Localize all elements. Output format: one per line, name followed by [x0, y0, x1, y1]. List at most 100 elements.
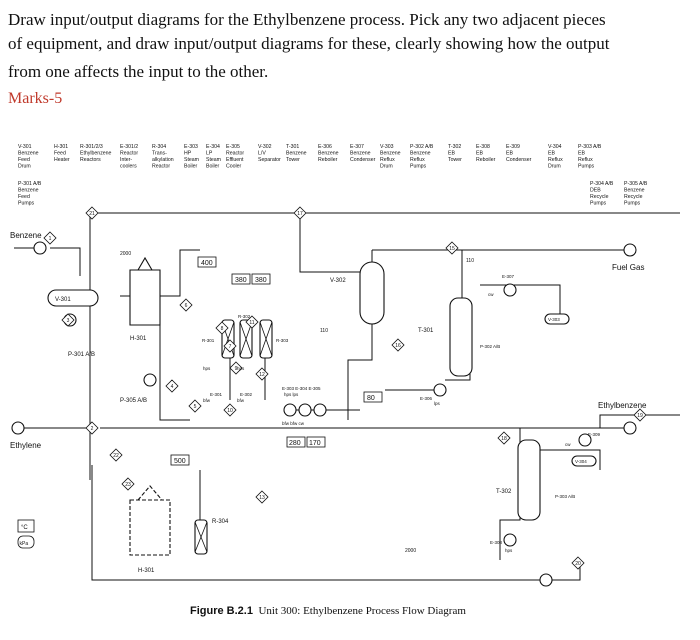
temp-280: 280: [289, 440, 301, 447]
util-lps: lps: [434, 401, 441, 406]
condenser-e309: [578, 433, 592, 447]
temp-2000-top: 2000: [120, 251, 131, 257]
svg-text:3: 3: [67, 318, 70, 324]
label-p301: P-301 A/B: [68, 352, 95, 358]
header-col-13-line-2: Reflux: [410, 157, 425, 163]
label-e301: E-301: [210, 392, 223, 397]
separator-v302: [359, 261, 385, 325]
svg-text:5: 5: [194, 404, 197, 410]
header-col-17-line-0: V-304: [548, 144, 562, 150]
header-col-17-line-1: EB: [548, 151, 555, 157]
header-col-7-line-1: Reactor: [226, 151, 244, 157]
header-col-16-line-2: Condenser: [506, 157, 532, 163]
condenser-e307: [503, 283, 517, 297]
header-col-7-line-3: Cooler: [226, 164, 242, 170]
stream-number-7: 7: [223, 339, 237, 353]
svg-text:8: 8: [221, 326, 224, 332]
pump-p305: [143, 373, 157, 387]
equipment-header: V-301BenzeneFeedDrumH-301FeedHeaterR-301…: [18, 144, 648, 207]
svg-text:10: 10: [227, 408, 233, 414]
stream-number-4: 4: [165, 379, 179, 393]
header-col-7-line-2: Effluent: [226, 157, 244, 163]
question-line-3: from one affects the input to the other.: [8, 62, 269, 81]
stream-number-10: 10: [223, 403, 237, 417]
header-col-7-line-0: E-305: [226, 144, 240, 150]
header-col-16-line-0: E-309: [506, 144, 520, 150]
header-col-13-line-3: Pumps: [410, 164, 427, 170]
label-t301: T-301: [418, 328, 434, 334]
stream-number-11: 11: [245, 315, 259, 329]
stream-number-18: 18: [497, 431, 511, 445]
header-col-8-line-0: V-302: [258, 144, 272, 150]
header-col-6-line-0: E-304: [206, 144, 220, 150]
exchanger-e303: [283, 403, 297, 417]
header-row2-col-1-line-2: Recycle: [590, 194, 609, 200]
svg-text:20: 20: [575, 561, 581, 567]
stream-number-22: 22: [109, 448, 123, 462]
header-col-6-line-2: Steam: [206, 157, 221, 163]
stream-number-9: 9: [229, 361, 243, 375]
header-col-12-line-0: V-303: [380, 144, 394, 150]
stream-number-23: 23: [121, 477, 135, 491]
legend: [17, 519, 35, 549]
util-bfw-bfw-cw: bfw bfw cw: [282, 421, 305, 426]
header-col-5-line-3: Boiler: [184, 164, 198, 170]
label-e308: E-308: [490, 540, 503, 545]
legend-temp: °C: [21, 525, 28, 531]
svg-text:17: 17: [297, 211, 303, 217]
stream-number-5: 5: [188, 399, 202, 413]
header-col-11-line-1: Benzene: [350, 151, 371, 157]
header-row2-col-1-line-3: Pumps: [590, 201, 607, 207]
util-hps-lps: hps lps: [284, 392, 299, 397]
reboiler-e308: [503, 533, 517, 547]
marks-label: Marks-5: [8, 90, 63, 107]
legend-press: kPa: [20, 541, 29, 547]
reflux-drum-v303: [544, 313, 570, 325]
header-col-17-line-3: Drum: [548, 164, 561, 170]
header-col-18-line-0: P-303 A/B: [578, 144, 602, 150]
label-v304: V-304: [575, 459, 587, 464]
header-row2-col-2-line-1: Benzene: [624, 188, 645, 194]
question-line-2: of equipment, and draw input/output diag…: [8, 34, 610, 53]
header-col-11-line-0: E-307: [350, 144, 364, 150]
reboiler-e306: [433, 383, 447, 397]
svg-text:2: 2: [91, 426, 94, 432]
label-v301: V-301: [55, 297, 71, 303]
ethylene-terminal: [11, 421, 25, 435]
press-110-b: 110: [466, 258, 474, 264]
header-col-6-line-3: Boiler: [206, 164, 220, 170]
svg-text:23: 23: [125, 482, 131, 488]
feed-heater-h301: [129, 256, 161, 326]
ethylbenzene-label: Ethylbenzene: [598, 401, 647, 410]
header-col-13-line-1: Benzene: [410, 151, 431, 157]
svg-text:9: 9: [235, 366, 238, 372]
header-col-4-line-2: alkylation: [152, 157, 174, 163]
header-col-18-line-2: Reflux: [578, 157, 593, 163]
stream-number-19: 19: [633, 408, 647, 422]
header-col-1-line-1: Feed: [54, 151, 66, 157]
svg-text:15: 15: [449, 246, 455, 252]
header-row2-col-1-line-1: DEB: [590, 188, 601, 194]
header-col-2-line-1: Ethylbenzene: [80, 151, 112, 157]
header-col-12-line-2: Reflux: [380, 157, 395, 163]
label-p303: P-303 A/B: [555, 494, 575, 499]
label-r302: R-302: [238, 314, 251, 319]
header-col-9-line-0: T-301: [286, 144, 299, 150]
label-h301-bottom: H-301: [138, 568, 155, 574]
svg-text:7: 7: [229, 344, 232, 350]
benzene-label: Benzene: [10, 231, 42, 240]
svg-text:16: 16: [395, 343, 401, 349]
stream-number-12: 12: [255, 367, 269, 381]
header-col-2-line-0: R-301/2/3: [80, 144, 103, 150]
ethylbenzene-terminal: [623, 421, 637, 435]
header-col-10-line-2: Reboiler: [318, 157, 338, 163]
temp-380b: 380: [255, 277, 267, 284]
ethylene-label: Ethylene: [10, 441, 42, 450]
temp-500: 500: [174, 458, 186, 465]
svg-text:1: 1: [49, 236, 52, 242]
header-col-9-line-1: Benzene: [286, 151, 307, 157]
stream-number-16: 16: [391, 338, 405, 352]
svg-text:18: 18: [501, 436, 507, 442]
stream-number-3: 3: [61, 313, 75, 327]
